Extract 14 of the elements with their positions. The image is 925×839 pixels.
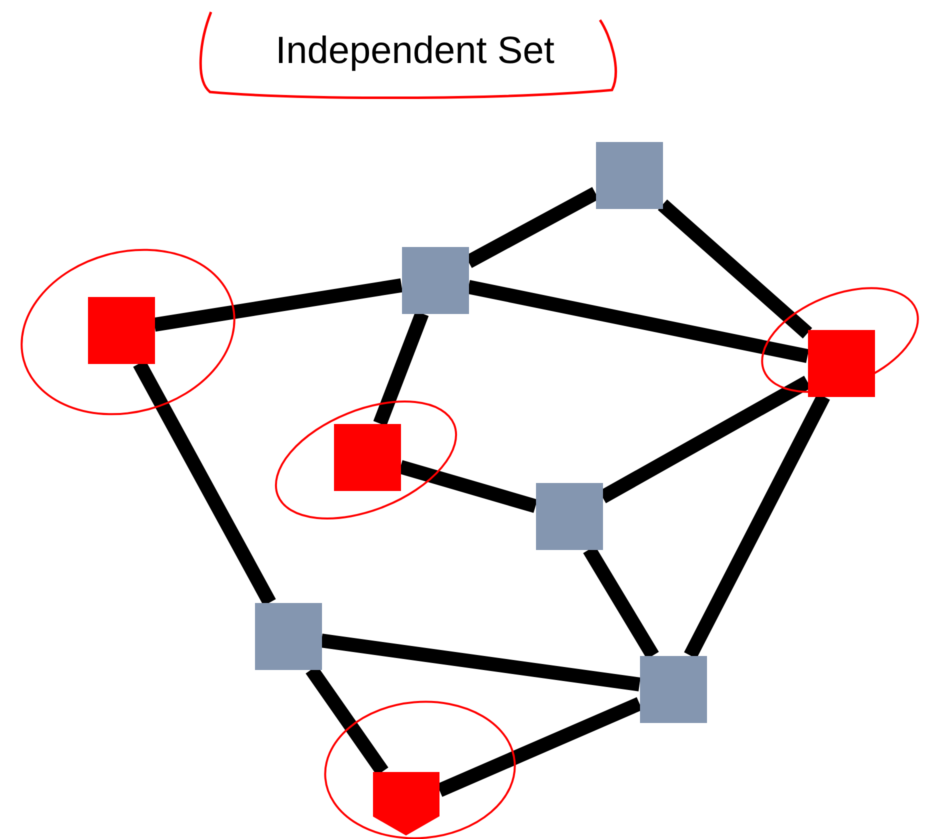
vertex-square <box>640 656 706 722</box>
graph-edge <box>398 460 538 513</box>
graph-edge <box>153 278 403 332</box>
graph-edge <box>658 199 812 339</box>
vertex-square <box>254 602 322 670</box>
vertex-square <box>808 330 874 396</box>
vertex-square <box>596 142 662 208</box>
title: Independent Set <box>274 30 556 73</box>
vertex-square <box>536 482 602 550</box>
vertex-square <box>334 424 400 490</box>
vertex-square <box>402 246 468 314</box>
vertex-square <box>88 296 154 364</box>
graph-edge <box>320 634 640 692</box>
graph-edge <box>467 280 809 363</box>
